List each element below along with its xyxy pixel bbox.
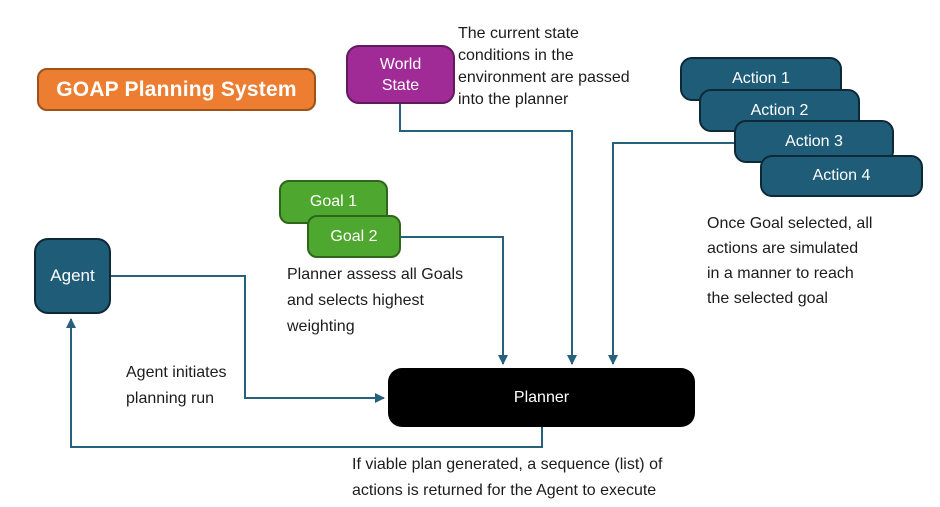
- node-agent: Agent: [34, 238, 111, 314]
- connector-planner-to-agent: [66, 318, 543, 448]
- node-label: Goal 2: [330, 227, 378, 245]
- node-label: Goal 1: [309, 193, 358, 210]
- note-actions: Once Goal selected, all actions are simu…: [707, 211, 872, 311]
- connector-agent-to-planner: [111, 275, 385, 403]
- note-line: and selects highest: [287, 292, 424, 309]
- node-planner: Planner: [388, 368, 695, 427]
- node-label: Action 1: [732, 70, 790, 87]
- note-line: actions is returned for the Agent to exe…: [352, 482, 657, 499]
- node-label: Action 2: [750, 101, 809, 119]
- note-line: Planner assess all Goals: [287, 266, 464, 283]
- note-line: weighting: [287, 318, 355, 335]
- node-world-state: World State: [346, 45, 455, 104]
- note-line: conditions in the: [458, 47, 574, 64]
- node-label: World: [379, 55, 422, 73]
- note-planner: If viable plan generated, a sequence (li…: [352, 452, 662, 504]
- node-label: State: [381, 76, 420, 94]
- note-line: The current state: [458, 25, 579, 42]
- note-line: Once Goal selected, all: [707, 215, 873, 232]
- node-action-4: Action 4: [760, 155, 923, 197]
- node-label: Agent: [50, 266, 95, 285]
- connector-goal2-to-planner: [401, 236, 508, 365]
- note-line: planning run: [126, 390, 215, 407]
- node-label: Planner: [513, 388, 570, 406]
- diagram-title: GOAP Planning System: [56, 77, 297, 101]
- node-goal-2: Goal 2: [307, 215, 401, 258]
- note-goals: Planner assess all Goals and selects hig…: [287, 262, 463, 340]
- connector-worldstate-to-planner: [399, 104, 577, 365]
- note-line: the selected goal: [707, 290, 828, 307]
- node-label: Action 3: [785, 132, 843, 150]
- title-badge: GOAP Planning System: [37, 68, 316, 111]
- note-line: Agent initiates: [126, 364, 227, 381]
- note-line: in a manner to reach: [707, 265, 854, 282]
- note-line: If viable plan generated, a sequence (li…: [352, 456, 663, 473]
- note-world-state: The current state conditions in the envi…: [458, 23, 630, 111]
- note-agent: Agent initiates planning run: [126, 360, 227, 412]
- node-label: Action 4: [812, 167, 871, 184]
- note-line: actions are simulated: [707, 240, 859, 257]
- note-line: into the planner: [458, 91, 569, 108]
- note-line: environment are passed: [458, 69, 630, 86]
- connector-actions-to-planner: [608, 142, 770, 365]
